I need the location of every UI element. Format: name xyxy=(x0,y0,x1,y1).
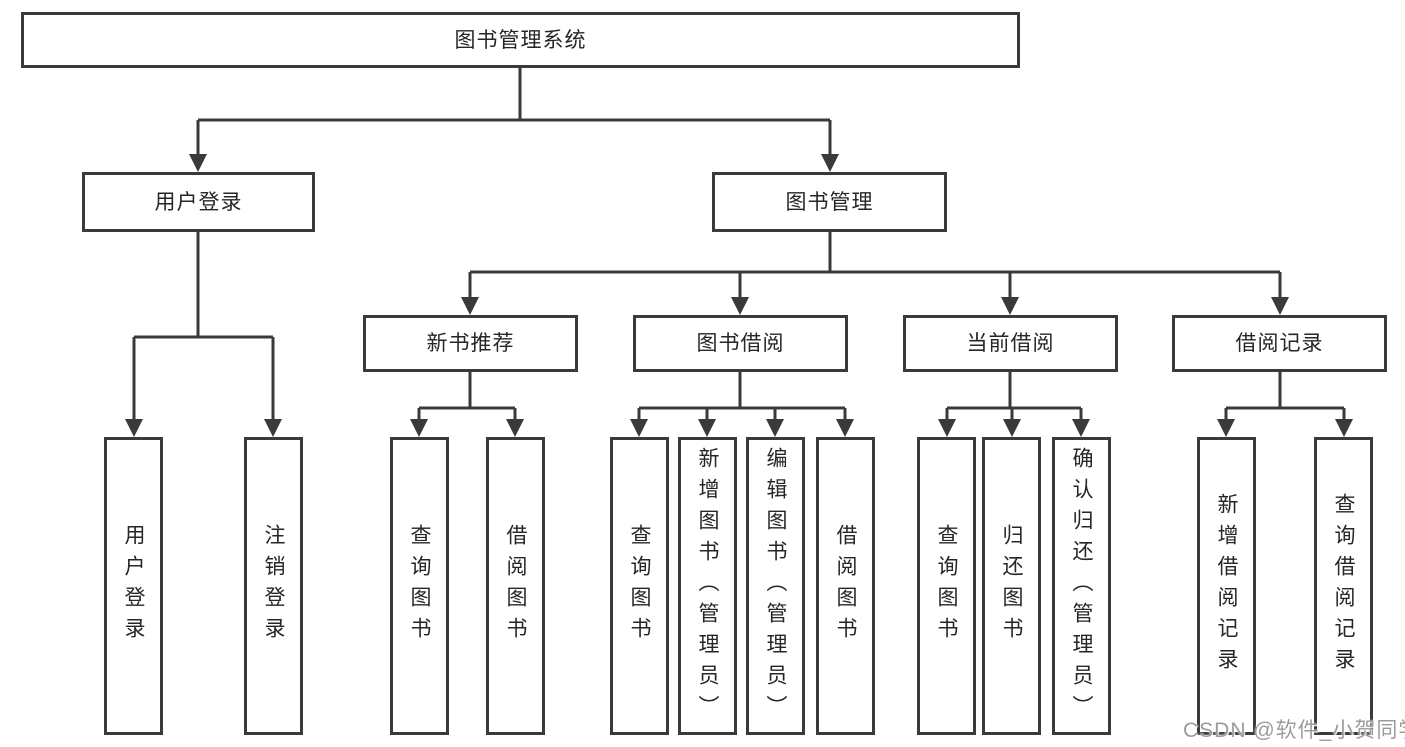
node-book-borrowing: 图书借阅 xyxy=(633,315,848,372)
leaf-edit-book-admin-label: 编辑图书（管理员） xyxy=(764,446,787,726)
leaf-add-borrow-record: 新增借阅记录 xyxy=(1197,437,1256,735)
node-book-borrowing-label: 图书借阅 xyxy=(696,332,785,355)
node-current-borrowing-label: 当前借阅 xyxy=(966,332,1055,355)
leaf-query-books-recommend-label: 查询图书 xyxy=(408,524,431,648)
leaf-logout-label: 注销登录 xyxy=(262,524,285,648)
leaf-confirm-return-admin: 确认归还（管理员） xyxy=(1052,437,1111,735)
node-user-login: 用户登录 xyxy=(82,172,315,232)
leaf-add-book-admin-label: 新增图书（管理员） xyxy=(696,446,719,726)
leaf-query-books-current: 查询图书 xyxy=(917,437,976,735)
leaf-query-books-borrowing-label: 查询图书 xyxy=(628,524,651,648)
leaf-borrow-books-recommend: 借阅图书 xyxy=(486,437,545,735)
leaf-query-books-borrowing: 查询图书 xyxy=(610,437,669,735)
node-library-system-label: 图书管理系统 xyxy=(454,28,587,52)
node-new-book-recommend-label: 新书推荐 xyxy=(426,332,515,355)
leaf-query-books-recommend: 查询图书 xyxy=(390,437,449,735)
leaf-borrow-books: 借阅图书 xyxy=(816,437,875,735)
leaf-user-login: 用户登录 xyxy=(104,437,163,735)
leaf-borrow-books-label: 借阅图书 xyxy=(834,524,857,648)
leaf-query-borrow-record-label: 查询借阅记录 xyxy=(1332,493,1355,679)
leaf-return-book-label: 归还图书 xyxy=(1000,524,1023,648)
leaf-confirm-return-admin-label: 确认归还（管理员） xyxy=(1070,446,1093,726)
node-new-book-recommend: 新书推荐 xyxy=(363,315,578,372)
leaf-add-book-admin: 新增图书（管理员） xyxy=(678,437,737,735)
leaf-add-borrow-record-label: 新增借阅记录 xyxy=(1215,493,1238,679)
node-library-system: 图书管理系统 xyxy=(21,12,1020,68)
node-user-login-label: 用户登录 xyxy=(154,190,243,214)
leaf-return-book: 归还图书 xyxy=(982,437,1041,735)
leaf-logout: 注销登录 xyxy=(244,437,303,735)
node-book-management-label: 图书管理 xyxy=(785,190,874,214)
watermark: CSDN @软件_小贺同学 xyxy=(1183,719,1405,742)
leaf-query-books-current-label: 查询图书 xyxy=(935,524,958,648)
node-borrowing-records: 借阅记录 xyxy=(1172,315,1387,372)
leaf-edit-book-admin: 编辑图书（管理员） xyxy=(746,437,805,735)
leaf-user-login-label: 用户登录 xyxy=(122,524,145,648)
node-borrowing-records-label: 借阅记录 xyxy=(1235,332,1324,355)
node-book-management: 图书管理 xyxy=(712,172,947,232)
leaf-query-borrow-record: 查询借阅记录 xyxy=(1314,437,1373,735)
arrowheads xyxy=(125,154,1353,437)
node-current-borrowing: 当前借阅 xyxy=(903,315,1118,372)
leaf-borrow-books-recommend-label: 借阅图书 xyxy=(504,524,527,648)
